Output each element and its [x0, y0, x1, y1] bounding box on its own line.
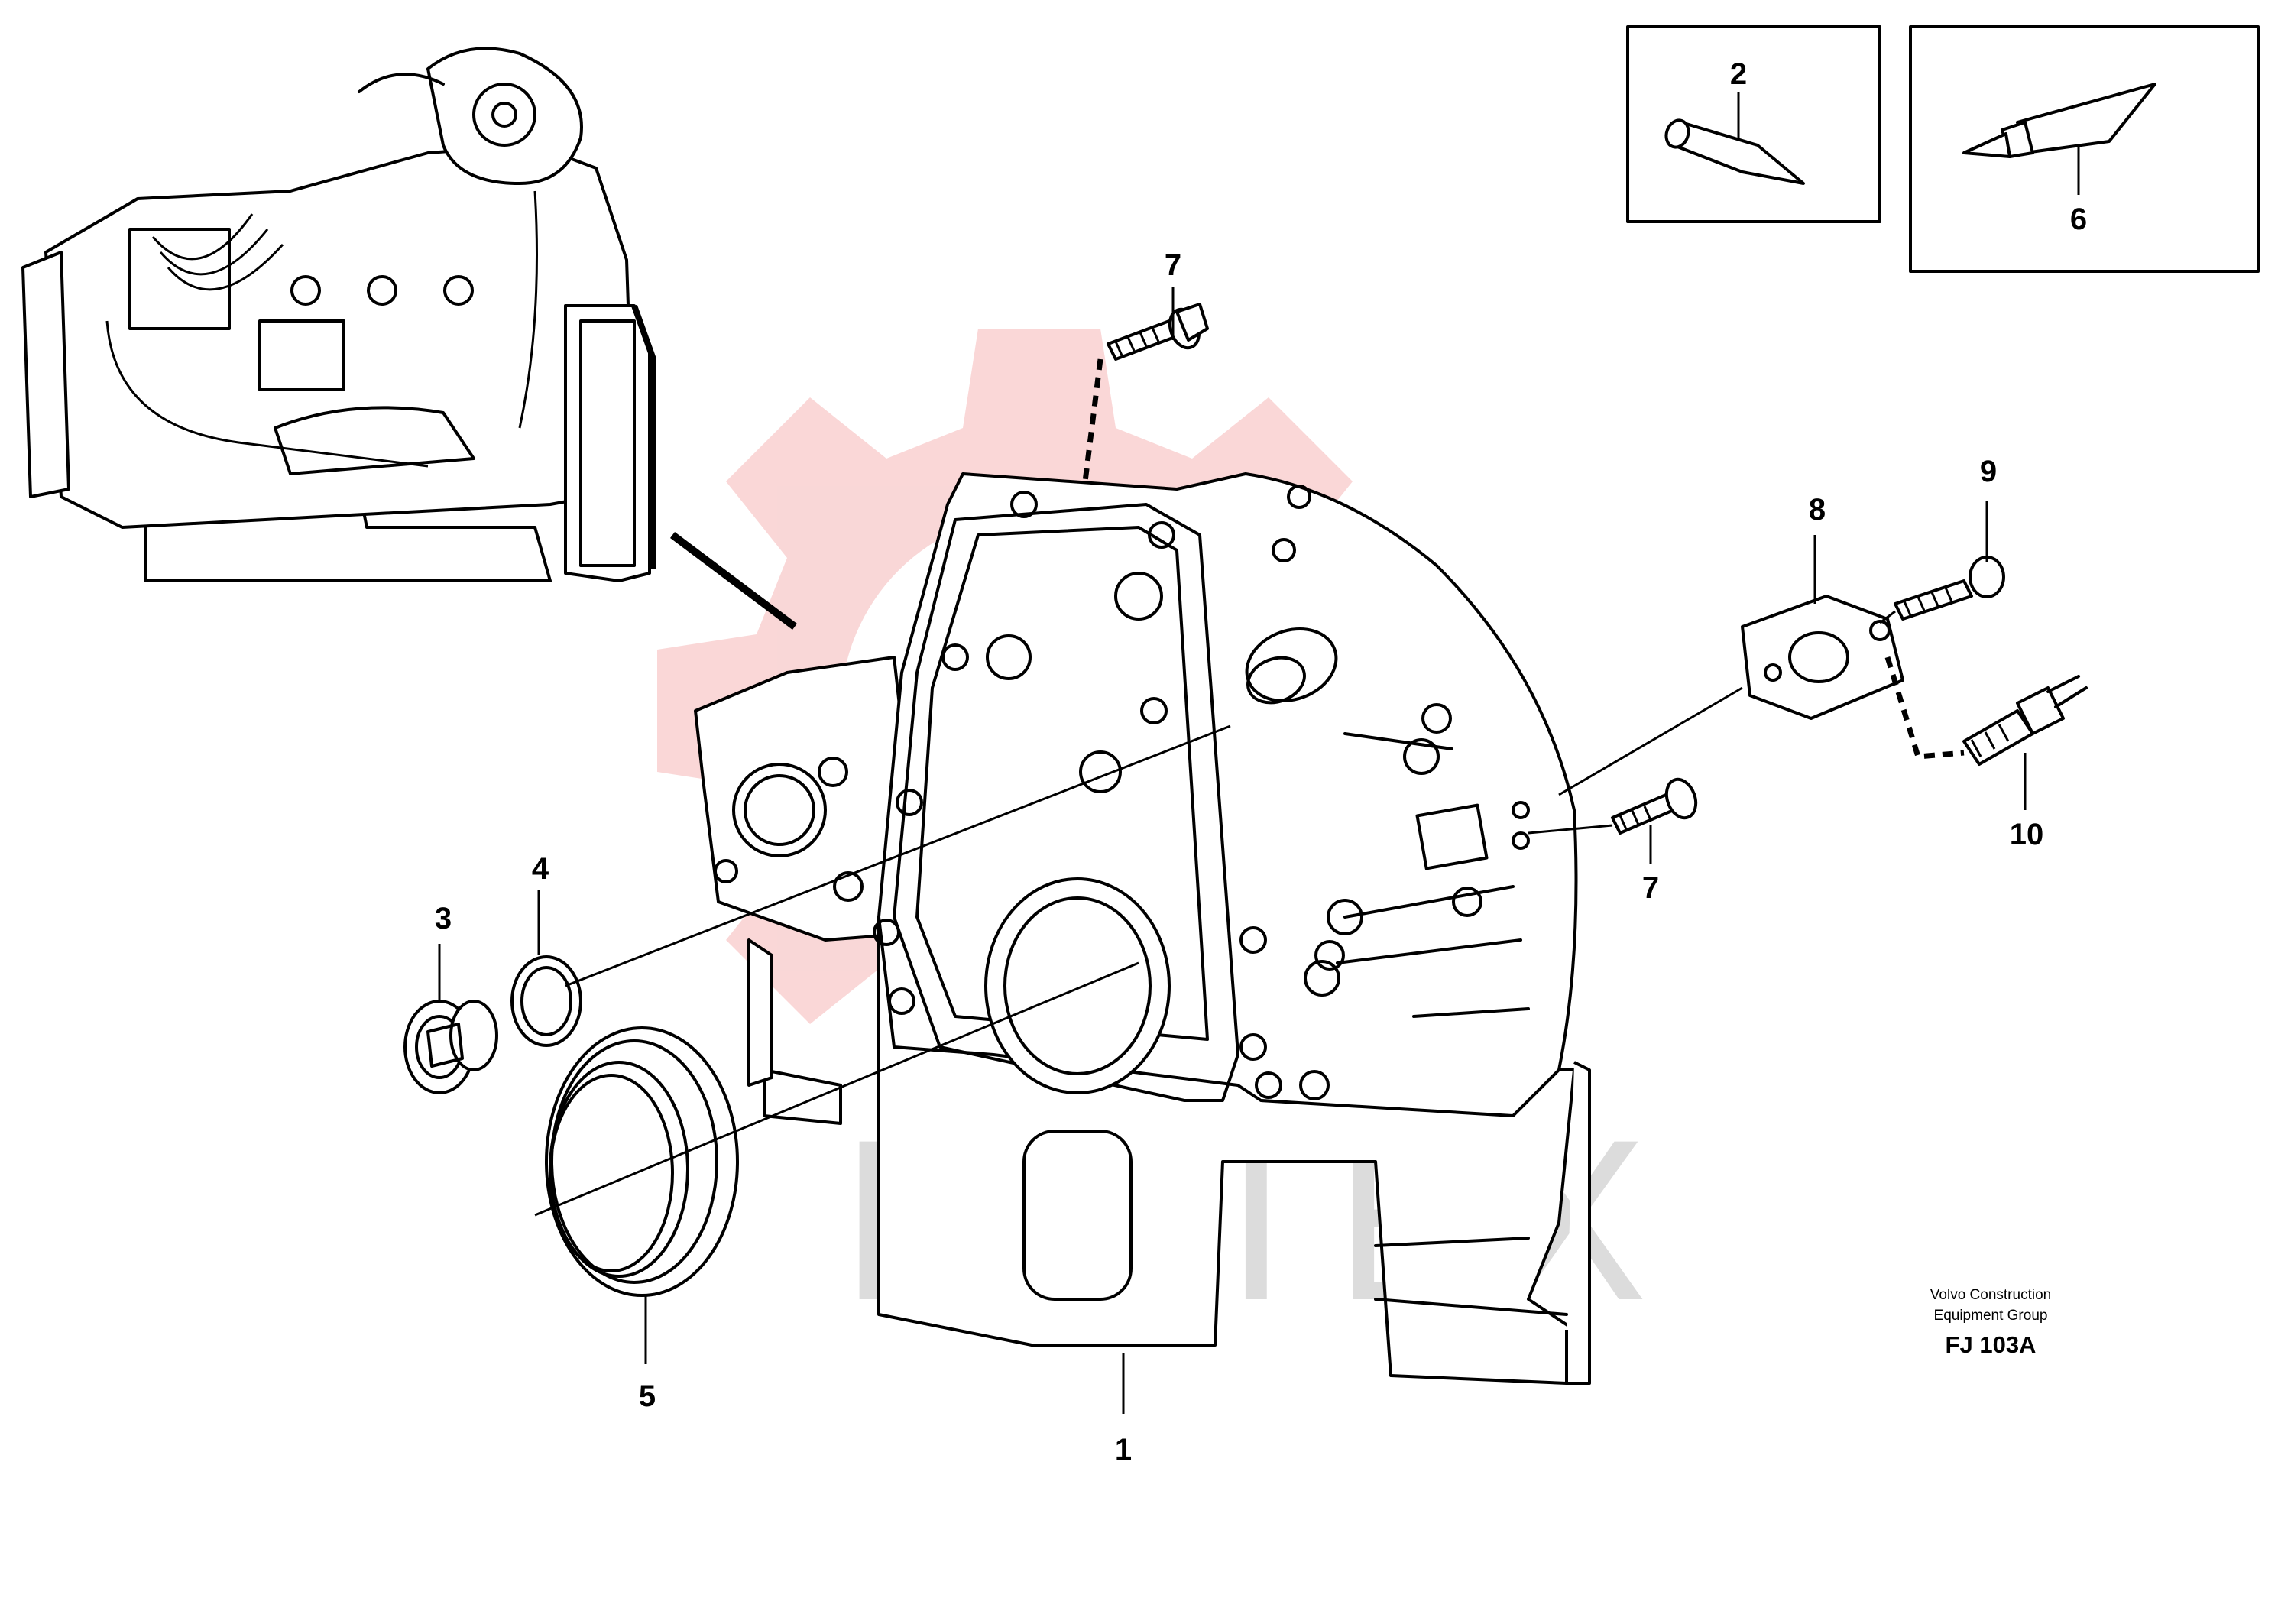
credit-line-1: Volvo Construction — [1930, 1287, 2051, 1303]
plug-icon — [403, 1000, 498, 1094]
seal-ring-icon — [510, 955, 582, 1047]
assembly-line — [1528, 824, 1613, 835]
callout-3: 3 — [435, 902, 452, 935]
cover-plate-icon — [1741, 595, 1904, 720]
callout-2: 2 — [1730, 57, 1747, 91]
indicator-arrow — [670, 532, 797, 630]
flywheel-housing-icon — [694, 472, 1591, 1385]
callout-7-right: 7 — [1642, 871, 1659, 905]
callout-6: 6 — [2070, 203, 2087, 236]
figure-code: FJ 103A — [1946, 1331, 2037, 1358]
engine-overview-icon — [21, 47, 656, 582]
assembly-line — [565, 724, 1231, 987]
assembly-line — [1082, 358, 1103, 482]
pin-box — [1626, 25, 1881, 223]
pin-icon — [1664, 118, 1805, 185]
assembly-line — [1558, 686, 1743, 796]
callout-10: 10 — [2010, 818, 2044, 851]
callout-9: 9 — [1980, 455, 1997, 488]
bolt-icon — [1611, 777, 1698, 835]
bolt-icon — [1107, 303, 1209, 361]
sealant-tube-icon — [1962, 83, 2156, 158]
callout-5: 5 — [639, 1379, 656, 1413]
callout-1: 1 — [1115, 1433, 1132, 1467]
assembly-line — [1884, 656, 1965, 760]
sensor-icon — [1962, 675, 2088, 766]
assembly-line — [1879, 610, 1896, 624]
bolt-icon — [1894, 556, 2005, 621]
callout-4: 4 — [532, 852, 549, 886]
seal-ring-icon — [545, 1026, 739, 1297]
assembly-line — [534, 961, 1139, 1217]
sealant-box — [1909, 25, 2260, 273]
callout-7-top: 7 — [1165, 248, 1181, 282]
credit-line-2: Equipment Group — [1934, 1308, 2048, 1324]
callout-8: 8 — [1809, 493, 1826, 527]
